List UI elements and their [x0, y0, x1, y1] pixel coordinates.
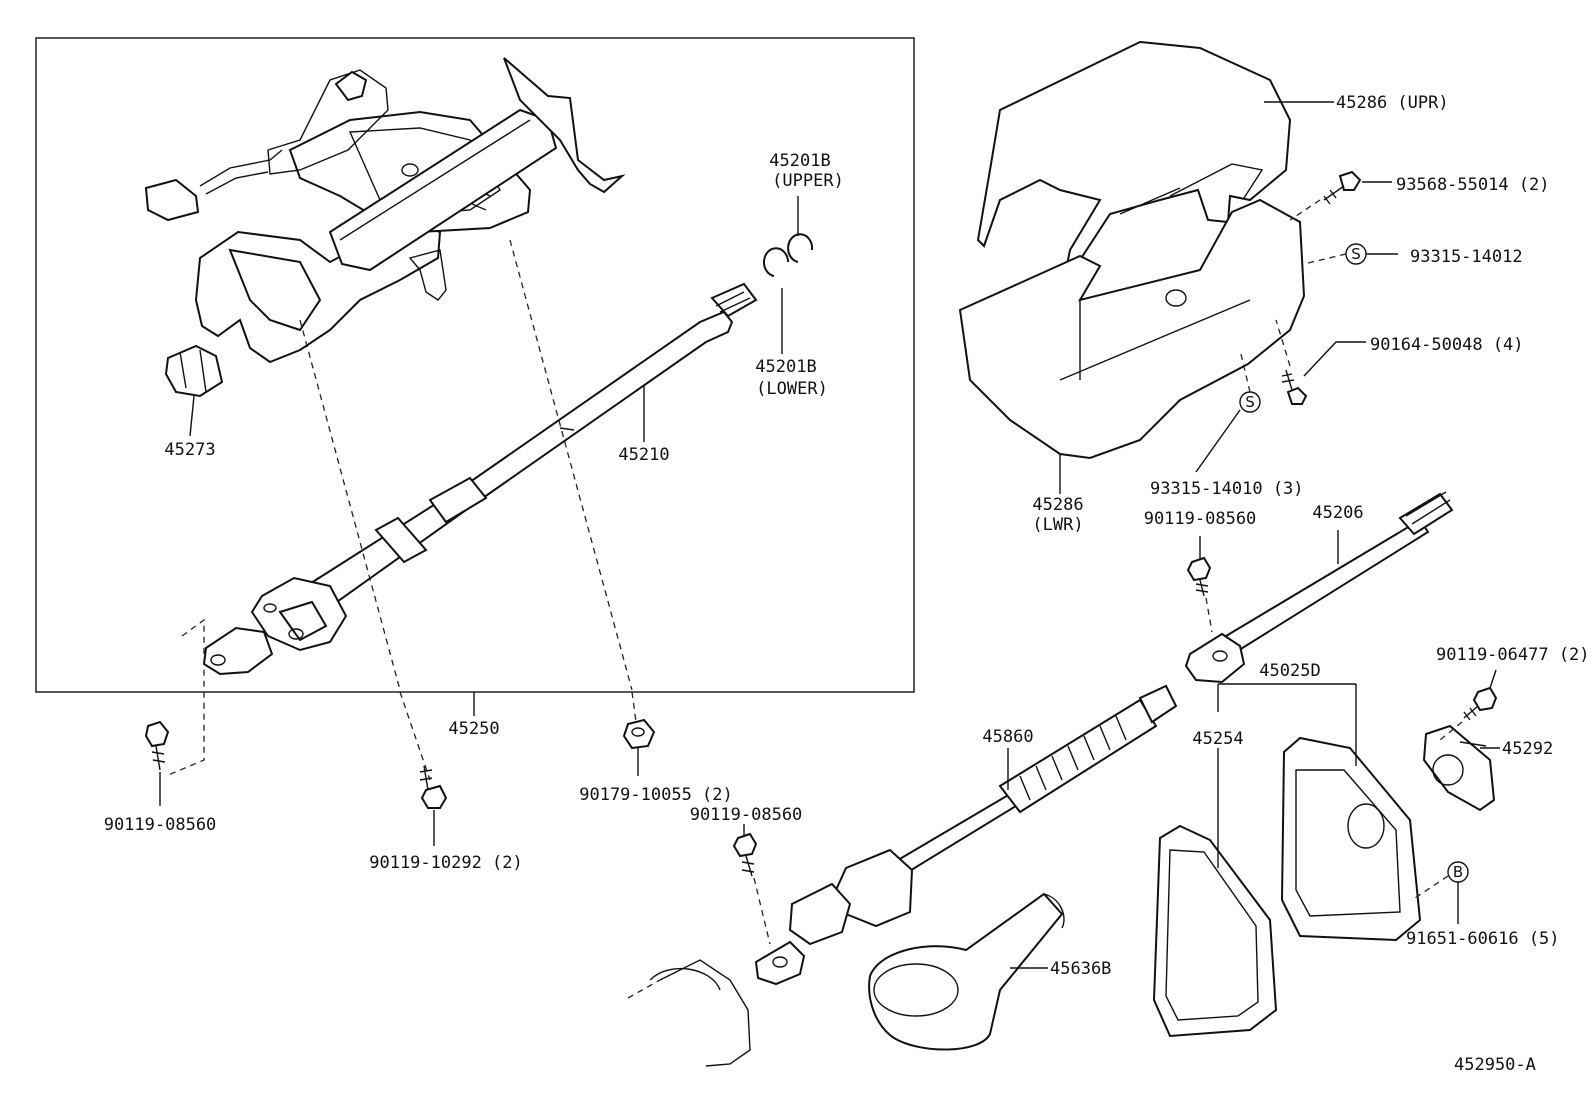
- label-90119-08560-a: 90119-08560: [104, 815, 217, 835]
- column-housing-part: [144, 57, 626, 364]
- leader-45273: [189, 395, 195, 437]
- universal-joint-upper-part: [202, 576, 348, 676]
- label-45636b: 45636B: [1050, 959, 1111, 979]
- label-45250: 45250: [448, 719, 499, 739]
- dashed-guide-bolt-10292-ext: [399, 691, 431, 781]
- bolt-90119-08560-b: [1186, 556, 1212, 597]
- label-90119-10292: 90119-10292 (2): [369, 853, 523, 873]
- label-45201b-upper-tag: (UPPER): [772, 171, 844, 191]
- s-symbol-93315-14012: S: [1345, 243, 1367, 265]
- label-93315-14010: 93315-14010 (3): [1150, 479, 1304, 499]
- dashed-guide-bolt-90179-ext: [631, 691, 637, 723]
- label-45201b-lower-number: 45201B: [755, 357, 816, 377]
- screw-90164-50048: [1281, 369, 1308, 405]
- b-symbol-91651: B: [1447, 861, 1469, 883]
- label-45206: 45206: [1312, 503, 1363, 523]
- boot-cover-45636b-part: [868, 892, 1065, 1051]
- label-93315-14012: 93315-14012: [1410, 247, 1523, 267]
- diagram-id-label: 452950-A: [1454, 1055, 1536, 1075]
- label-45201b-upper-number: 45201B: [769, 151, 830, 171]
- steering-gear-tube-part: [627, 959, 751, 1067]
- dashed-guide-93315-14012: [1303, 253, 1347, 265]
- label-45286-upr: 45286 (UPR): [1336, 93, 1449, 113]
- lower-shaft-45860-part: [754, 684, 1178, 986]
- leader-90119-06477: [1489, 669, 1497, 689]
- bolt-90119-06477: [1463, 686, 1498, 721]
- column-cover-lower-part: [958, 198, 1306, 460]
- leader-93315-14010: [1195, 409, 1241, 473]
- bushing-45273-part: [164, 344, 224, 398]
- gasket-cover-part: [1280, 736, 1422, 942]
- nut-90179-10055: [622, 718, 656, 750]
- label-93568-55014: 93568-55014 (2): [1396, 175, 1550, 195]
- label-90119-08560-b: 90119-08560: [1144, 509, 1257, 529]
- label-90164-50048: 90164-50048 (4): [1370, 335, 1524, 355]
- s-symbol-text-b: S: [1245, 393, 1255, 411]
- dashed-guide-90119-08560-b: [1205, 597, 1213, 633]
- label-90179-10055: 90179-10055 (2): [579, 785, 733, 805]
- column-assembly-frame: [35, 37, 915, 693]
- screw-93568-55014: [1323, 170, 1362, 205]
- dashed-guide-90119-08560-c: [753, 877, 771, 945]
- s-symbol-93315-14010: S: [1239, 391, 1261, 413]
- bolt-90119-08560-a: [144, 720, 170, 771]
- dashed-guide-bolt-90179: [509, 239, 633, 691]
- label-90119-06477: 90119-06477 (2): [1436, 645, 1590, 665]
- dashed-guide-93315-14010: [1239, 349, 1251, 393]
- leader-90164: [1303, 341, 1366, 377]
- dashed-guide-90164: [1275, 319, 1291, 367]
- label-45025d: 45025D: [1259, 661, 1320, 681]
- label-45273: 45273: [164, 440, 215, 460]
- label-45286-lwr-tag: (LWR): [1032, 515, 1083, 535]
- bracket-45025d: [1217, 683, 1357, 766]
- label-45201b-lower-tag: (LOWER): [756, 379, 828, 399]
- gasket-45254-part: [1152, 824, 1278, 1038]
- label-45292: 45292: [1502, 739, 1553, 759]
- dashed-guide-90119-06477: [1439, 721, 1463, 741]
- dashed-guide-93568: [1289, 199, 1321, 221]
- dashed-guide-91651: [1411, 875, 1449, 901]
- intermediate-shaft-45206-part: [1184, 491, 1454, 684]
- snap-ring-upper-part: [787, 233, 814, 263]
- s-symbol-text-a: S: [1351, 245, 1361, 263]
- label-91651-60616: 91651-60616 (5): [1406, 929, 1560, 949]
- label-45286-lwr-number: 45286: [1032, 495, 1083, 515]
- bolt-90119-08560-c: [732, 832, 758, 877]
- main-shaft-45210-part: [298, 282, 758, 616]
- column-cover-upper-part: [976, 40, 1292, 306]
- label-45254: 45254: [1192, 729, 1243, 749]
- label-45210: 45210: [618, 445, 669, 465]
- cap-45292-part: [1422, 724, 1496, 812]
- label-45860: 45860: [982, 727, 1033, 747]
- dashed-guide-bolt-90119-08560-a: [165, 618, 205, 777]
- dashed-guide-bolt-90119-10292: [299, 319, 401, 691]
- b-symbol-text: B: [1453, 863, 1463, 881]
- snap-ring-lower-part: [763, 247, 789, 277]
- bolt-90119-10292: [419, 765, 448, 809]
- label-90119-08560-c: 90119-08560: [690, 805, 803, 825]
